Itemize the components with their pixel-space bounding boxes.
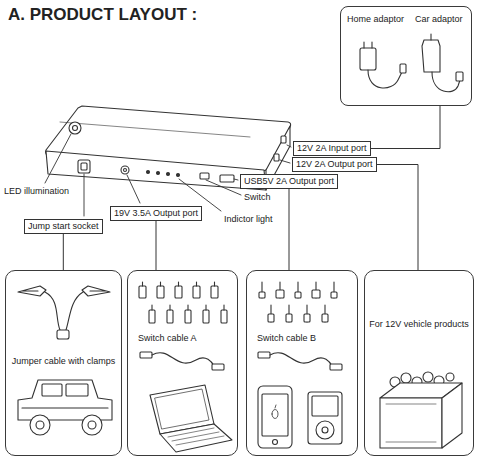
- callout-text: 12V 2A Input port: [297, 143, 367, 153]
- accessory-box: Home adaptor Car adaptor: [340, 6, 472, 106]
- callout-text: 19V 3.5A Output port: [114, 208, 198, 218]
- leader-line: [377, 165, 418, 271]
- leader-line: [63, 234, 64, 270]
- callout-text: Jump start socket: [28, 221, 99, 231]
- panel-caption: Home adaptor: [347, 14, 404, 25]
- panel-caption: Car adaptor: [415, 14, 463, 25]
- part-label: Indictor light: [224, 214, 273, 225]
- leader-line: [289, 189, 290, 270]
- part-label: Switch: [244, 192, 271, 203]
- panel-caption: Switch cable B: [257, 333, 316, 344]
- leader-line: [371, 106, 440, 149]
- accessory-panel: Switch cable A: [127, 270, 238, 456]
- port-callout: 19V 3.5A Output port: [110, 206, 202, 221]
- panel-caption: For 12V vehicle products: [369, 319, 469, 330]
- port-callout: 12V 2A Input port: [293, 141, 371, 156]
- callout-text: 12V 2A Output port: [296, 159, 373, 169]
- accessory-panel: Jumper cable with clamps: [5, 270, 122, 456]
- port-callout: 12V 2A Output port: [292, 157, 377, 172]
- port-callout: USB5V 2A Output port: [240, 174, 338, 189]
- part-label: LED illumination: [4, 186, 69, 197]
- leader-line: [156, 221, 157, 270]
- panel-caption: Switch cable A: [138, 333, 197, 344]
- accessory-panel: Switch cable B: [246, 270, 358, 456]
- callout-text: USB5V 2A Output port: [244, 176, 334, 186]
- port-callout: Jump start socket: [24, 219, 103, 234]
- page-title: A. PRODUCT LAYOUT :: [8, 5, 197, 25]
- accessory-panel: For 12V vehicle products: [364, 270, 474, 456]
- panel-caption: Jumper cable with clamps: [10, 356, 117, 367]
